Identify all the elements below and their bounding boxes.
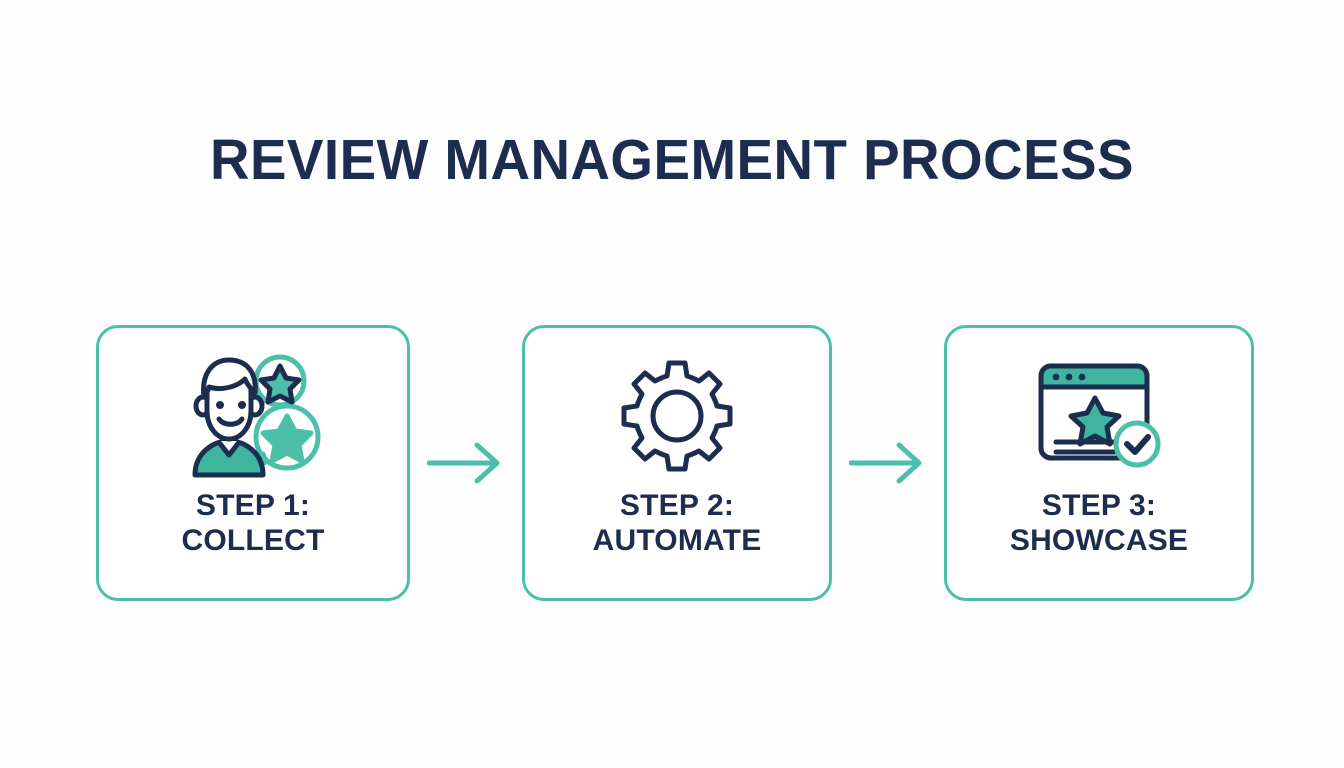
arrow-right-2-icon: [848, 325, 928, 601]
gear-icon: [618, 350, 736, 482]
browser-star-check-icon: [1029, 350, 1169, 482]
person-review-bubbles-icon: [177, 350, 329, 482]
step-card-3-line1: STEP 3:: [1041, 489, 1157, 522]
step-card-3-label: STEP 3: SHOWCASE: [1010, 488, 1188, 559]
step-card-2[interactable]: STEP 2: AUTOMATE: [522, 325, 832, 601]
step-card-2-line1: STEP 2:: [619, 489, 735, 522]
step-card-3-line2: SHOWCASE: [1009, 524, 1189, 558]
step-card-1-line2: COLLECT: [181, 524, 325, 558]
arrow-right-1-icon: [426, 325, 506, 601]
step-card-1-line1: STEP 1:: [195, 489, 311, 522]
step-card-1[interactable]: STEP 1: COLLECT: [96, 325, 410, 601]
page-title: REVIEW MANAGEMENT PROCESS: [209, 128, 1135, 192]
step-card-3[interactable]: STEP 3: SHOWCASE: [944, 325, 1254, 601]
step-card-2-line2: AUTOMATE: [592, 524, 762, 558]
step-card-2-label: STEP 2: AUTOMATE: [593, 488, 762, 559]
step-card-1-label: STEP 1: COLLECT: [181, 488, 324, 559]
process-flow: STEP 1: COLLECT STEP 2: AUTOMATE: [96, 325, 1254, 601]
